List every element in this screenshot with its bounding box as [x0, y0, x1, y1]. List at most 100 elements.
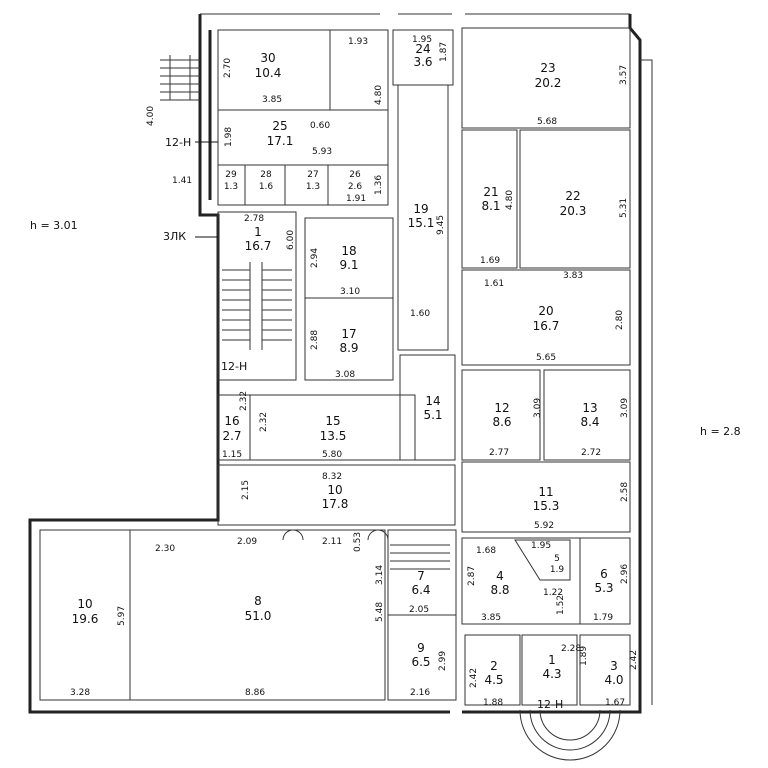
dimension-label: 2.70 [223, 58, 233, 78]
dimension-label: 4.00 [146, 106, 156, 126]
stair-label-top: 12-H [165, 136, 191, 149]
dimension-label: 0.53 [353, 532, 363, 552]
dimension-label: 2.32 [239, 391, 249, 411]
room-1-upper-area: 16.7 [245, 239, 272, 253]
room-16-number: 16 [224, 414, 239, 428]
height-note-left: h = 3.01 [30, 219, 78, 232]
label-leaders [195, 141, 218, 238]
dimension-label: 2.77 [489, 448, 509, 458]
dimension-label: 1.88 [483, 698, 503, 708]
dimension-label: 5.68 [537, 117, 557, 127]
dimension-label: 1.15 [222, 450, 242, 460]
room-24-area: 3.6 [413, 55, 432, 69]
dimension-label: 1.22 [543, 588, 563, 598]
room-10-left-area: 19.6 [72, 612, 99, 626]
room-19-area: 15.1 [408, 216, 435, 230]
dimension-label: 1.41 [172, 176, 192, 186]
dimension-label: 3.10 [340, 287, 360, 297]
dimension-label: 2.42 [629, 650, 639, 670]
dimension-label: 4.80 [505, 190, 515, 210]
room-21-area: 8.1 [481, 199, 500, 213]
room-26-number: 26 [349, 170, 361, 180]
dimension-label: 3.09 [620, 398, 630, 418]
dimension-label: 3.28 [70, 688, 90, 698]
room-4-number: 4 [496, 569, 504, 583]
room-3-area: 4.0 [604, 673, 623, 687]
dimension-label: 2.32 [259, 412, 269, 432]
height-note-right: h = 2.8 [700, 425, 741, 438]
room-29-area: 1.3 [224, 182, 238, 192]
room-1-lower-number: 1 [548, 653, 556, 667]
room-23-area: 20.2 [535, 76, 562, 90]
dimension-label: 3.85 [481, 613, 501, 623]
dimension-label: 3.85 [262, 95, 282, 105]
room-5-number: 5 [554, 554, 560, 564]
dimension-label: 1.67 [605, 698, 625, 708]
room-labels: 30 10.4 25 17.1 29 1.3 28 1.6 27 1.3 26 … [72, 42, 624, 687]
room-27-number: 27 [307, 170, 318, 180]
dimension-label: 1.93 [348, 37, 368, 47]
room-14-area: 5.1 [423, 408, 442, 422]
dimension-label: 2.58 [620, 482, 630, 502]
room-17-number: 17 [341, 327, 356, 341]
room-10-corridor-number: 10 [327, 483, 342, 497]
room-2-number: 2 [490, 659, 498, 673]
dimension-label: 5.31 [619, 198, 629, 218]
room-2-area: 4.5 [484, 673, 503, 687]
dimension-label: 2.16 [410, 688, 430, 698]
room-12-number: 12 [494, 401, 509, 415]
room-11-number: 11 [538, 485, 553, 499]
dimension-label: 2.28 [561, 644, 581, 654]
room-19-number: 19 [413, 202, 428, 216]
room-9-area: 6.5 [411, 655, 430, 669]
room-22-area: 20.3 [560, 204, 587, 218]
room-3-number: 3 [610, 659, 618, 673]
room-5-area: 1.9 [550, 565, 565, 575]
room-1-lower-area: 4.3 [542, 667, 561, 681]
room-15-number: 15 [325, 414, 340, 428]
dimension-label: 5.48 [375, 602, 385, 622]
dimension-label: 3.83 [563, 271, 583, 281]
dimension-label: 1.91 [346, 194, 366, 204]
dimension-label: 2.80 [615, 310, 625, 330]
dimension-label: 1.95 [531, 541, 551, 551]
room-10-left-number: 10 [77, 597, 92, 611]
exit-label: 3ЛК [163, 230, 186, 243]
room-21-number: 21 [483, 185, 498, 199]
dimension-label: 2.30 [155, 544, 175, 554]
room-4-area: 8.8 [490, 583, 509, 597]
dimension-label: 3.09 [533, 398, 543, 418]
room-26-area: 2.6 [348, 182, 363, 192]
dimension-label: 1.98 [224, 127, 234, 147]
dimension-label: 1.60 [410, 309, 430, 319]
room-25-area: 17.1 [267, 134, 294, 148]
room-18-area: 9.1 [339, 258, 358, 272]
room-13-number: 13 [582, 401, 597, 415]
dimension-label: 9.45 [436, 215, 446, 235]
dimension-label: 5.65 [536, 353, 556, 363]
room-16-area: 2.7 [222, 429, 241, 443]
room-partitions [129, 27, 631, 706]
dimension-label: 2.96 [620, 564, 630, 584]
room-1-upper-number: 1 [254, 225, 262, 239]
room-9-number: 9 [417, 641, 425, 655]
dimension-label: 1.87 [439, 42, 449, 62]
room-27-area: 1.3 [306, 182, 320, 192]
dimension-labels: 1.93 2.70 3.85 4.80 1.95 1.87 3.57 4.00 … [70, 35, 639, 708]
dimension-label: 0.60 [310, 121, 330, 131]
dimension-label: 1.79 [593, 613, 613, 623]
dimension-label: 1.69 [480, 256, 500, 266]
room-18-number: 18 [341, 244, 356, 258]
dimension-label: 2.11 [322, 537, 342, 547]
dimension-label: 3.08 [335, 370, 355, 380]
room-15-area: 13.5 [320, 429, 347, 443]
dimension-label: 5.97 [117, 606, 127, 626]
dimension-label: 1.95 [412, 35, 432, 45]
room-7-area: 6.4 [411, 583, 430, 597]
dimension-label: 1.89 [579, 646, 589, 666]
dimension-label: 2.94 [310, 248, 320, 268]
room-6-number: 6 [600, 567, 608, 581]
dimension-label: 2.78 [244, 214, 264, 224]
room-13-area: 8.4 [580, 415, 599, 429]
room-14-number: 14 [425, 394, 440, 408]
